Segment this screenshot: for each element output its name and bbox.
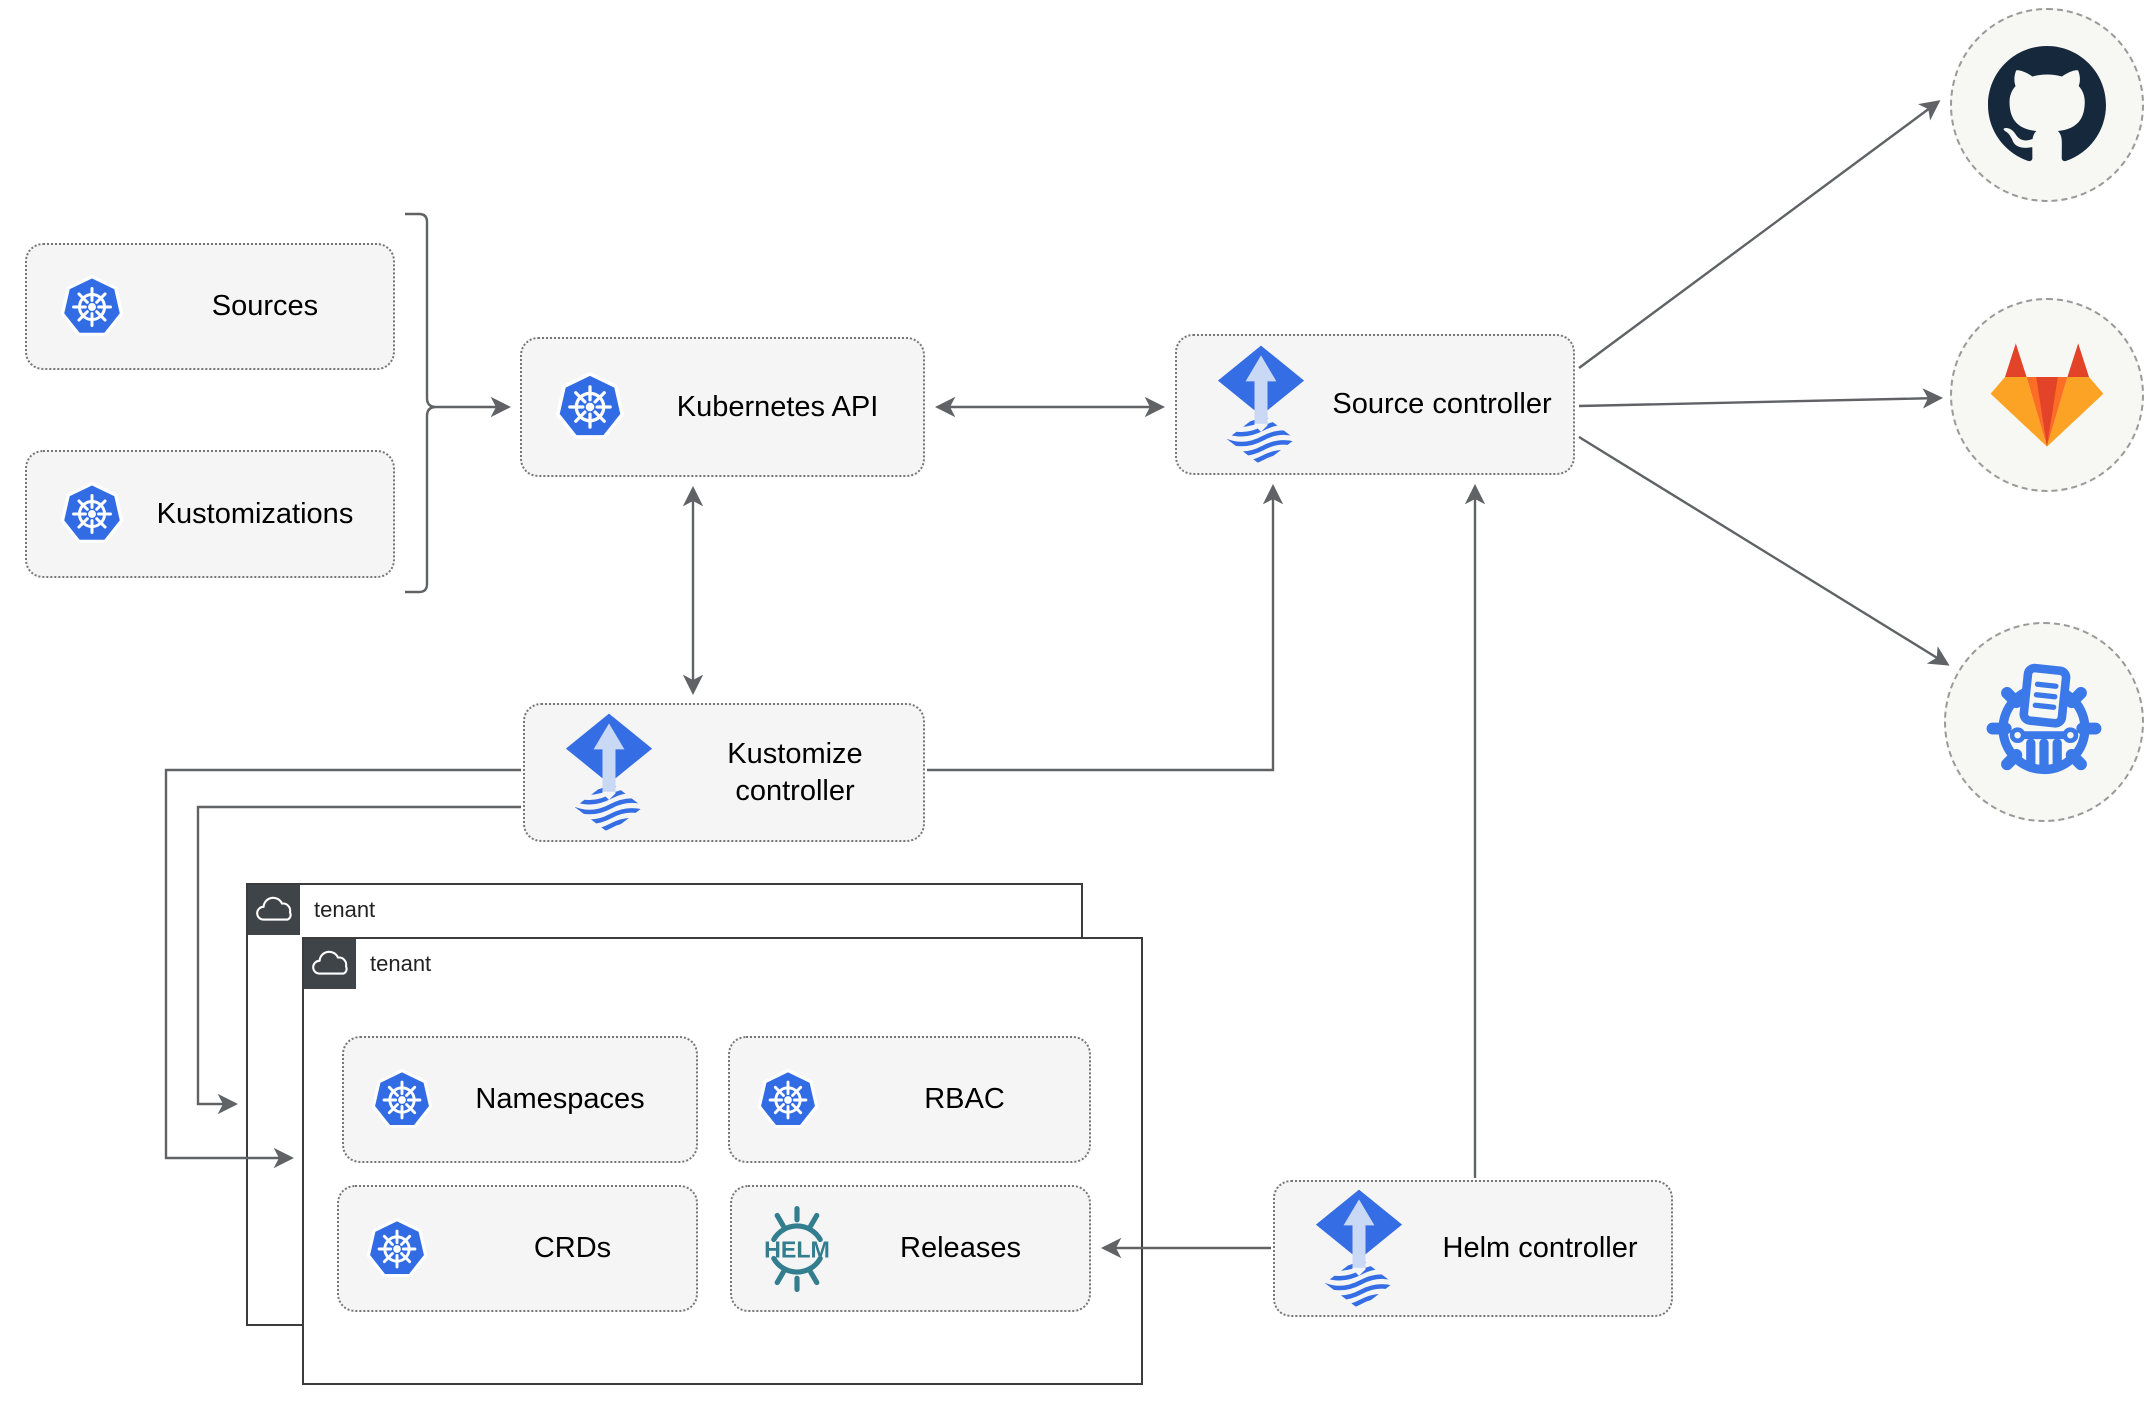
endpoint-chartmuseum[interactable] [1944, 622, 2144, 822]
node-kustomizations[interactable]: Kustomizations [25, 450, 395, 578]
tenant-label: tenant [370, 951, 432, 976]
endpoint-gitlab[interactable] [1950, 298, 2144, 492]
kubernetes-icon [554, 371, 626, 443]
node-kustomize-controller[interactable]: Kustomize controller [523, 703, 925, 842]
tenant-badge [248, 885, 300, 935]
tenant-label: tenant [314, 897, 376, 922]
node-sources[interactable]: Sources [25, 243, 395, 370]
cloud-icon [254, 893, 294, 927]
chartmuseum-icon [1978, 656, 2110, 788]
tenant-badge [304, 939, 356, 989]
node-releases[interactable]: HELM Releases [730, 1185, 1091, 1312]
kubernetes-icon [370, 1068, 434, 1132]
arrow-sourcectrl-to-gitlab [1578, 388, 1944, 409]
node-label: Releases [900, 1232, 1021, 1265]
arrow-sourcectrl-to-github [1578, 100, 1941, 369]
node-helm-controller[interactable]: Helm controller [1273, 1180, 1673, 1317]
github-icon [1988, 46, 2106, 164]
node-source-controller[interactable]: Source controller [1175, 334, 1575, 475]
node-label: Source controller [1332, 388, 1552, 421]
node-rbac[interactable]: RBAC [728, 1036, 1091, 1163]
bracket-sources-group [405, 212, 437, 594]
cloud-icon [310, 947, 350, 981]
node-namespaces[interactable]: Namespaces [342, 1036, 698, 1163]
node-label: RBAC [924, 1083, 1005, 1116]
endpoint-github[interactable] [1950, 8, 2144, 202]
kubernetes-icon [756, 1068, 820, 1132]
helm-icon: HELM [754, 1206, 840, 1292]
flux-icon [557, 712, 661, 834]
kubernetes-icon [59, 481, 125, 547]
node-label: CRDs [533, 1232, 612, 1265]
svg-text:HELM: HELM [764, 1236, 830, 1262]
arrow-sourcectrl-to-chartmuseum [1578, 435, 1950, 666]
node-crds[interactable]: CRDs [337, 1185, 698, 1312]
node-label: Kustomize controller [727, 738, 863, 807]
node-label: Sources [211, 290, 319, 323]
flux-icon [1307, 1188, 1411, 1310]
node-label: Helm controller [1442, 1232, 1638, 1265]
gitlab-icon [1987, 340, 2107, 450]
node-label: Kubernetes API [676, 390, 879, 423]
node-label: Kustomizations [156, 497, 354, 530]
node-kubernetes-api[interactable]: Kubernetes API [520, 337, 925, 477]
kubernetes-icon [365, 1217, 429, 1281]
flux-icon [1209, 344, 1313, 466]
kubernetes-icon [59, 274, 125, 340]
arrow-kustomizectrl-to-sourcectrl [927, 483, 1284, 772]
